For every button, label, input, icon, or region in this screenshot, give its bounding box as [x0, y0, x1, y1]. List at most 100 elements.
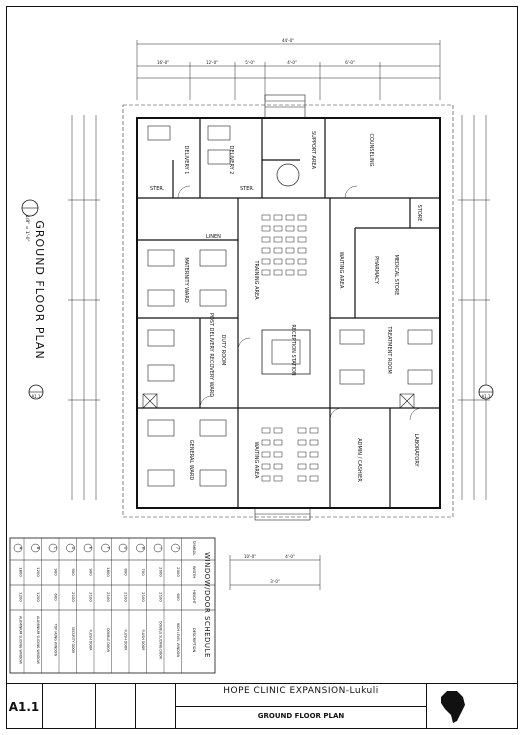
schedule-symbol-marker — [136, 543, 145, 553]
project-title: HOPE CLINIC EXPANSION-Lukuli — [223, 686, 379, 696]
reception-desk — [261, 329, 311, 375]
door-swings — [177, 185, 423, 421]
bottom-dimension-3: 3'-0" — [270, 579, 280, 584]
section-marker-left — [28, 384, 44, 400]
reception-desk-inner — [271, 339, 301, 365]
training-seating — [261, 214, 307, 276]
schedule-description: HIGH LEVEL WINDOW — [176, 623, 180, 658]
schedule-symbol: J — [176, 546, 181, 548]
schedule-symbol: B — [36, 547, 41, 550]
schedule-width: 800 — [123, 568, 128, 576]
schedule-height: 2100 — [123, 592, 128, 602]
schedule-description: ALUMINIUM SLIDING WINDOW — [36, 616, 40, 665]
dimension-5: 6'-0" — [345, 60, 355, 65]
support-area-table — [276, 163, 300, 187]
schedule-header-symbol: SYMBOL — [192, 541, 196, 556]
room-waiting-area-north: WAITING AREA — [338, 252, 344, 289]
room-reception: RECEPTION STATION — [290, 324, 296, 375]
room-counseling: COUNSELING — [368, 133, 374, 166]
room-training-area: TRAINING AREA — [253, 259, 259, 300]
schedule-height: 600 — [53, 593, 58, 601]
schedule-symbol: A — [18, 547, 23, 550]
schedule-header-width: WIDTH — [192, 566, 196, 579]
schedule-description: TOP HUNG WINDOW — [53, 623, 57, 657]
interior-walls — [137, 118, 440, 508]
title-block-drawn — [136, 684, 176, 729]
schedule-height: 2100 — [158, 592, 163, 602]
schedule-symbol: G — [123, 547, 128, 550]
bottom-dimension-lines — [229, 555, 321, 590]
waiting-seating — [261, 427, 319, 482]
schedule-symbol-marker — [83, 543, 93, 553]
schedule-description: SECURITY DOOR — [71, 627, 75, 654]
schedule-width: 2000 — [158, 567, 163, 577]
schedule-symbol-marker — [31, 543, 40, 553]
schedule-height: 600 — [176, 593, 181, 601]
room-delivery-2: DELIVERY 2 — [228, 146, 234, 175]
room-treatment: TREATMENT ROOM — [386, 325, 392, 373]
schedule-symbol: E — [88, 547, 93, 550]
title-rule — [176, 706, 426, 707]
side-dimension-lines — [68, 115, 490, 500]
schedule-description: DOUBLE SLIDING DOOR — [158, 621, 162, 660]
schedule-description: FLUSH DOOR — [123, 630, 127, 652]
africa-logo — [426, 684, 519, 729]
schedule-symbol-marker — [153, 543, 163, 553]
schedule-height: 2100 — [88, 592, 93, 602]
schedule-width: 700 — [141, 568, 146, 576]
schedule-title: WINDOW/DOOR SCHEDULE — [203, 552, 211, 658]
section-marker-right — [478, 384, 494, 400]
room-maternity-ward: MATERNITY WARD — [183, 257, 189, 303]
exterior-walls — [136, 117, 441, 509]
schedule-symbol: C — [53, 547, 58, 550]
schedule-symbol: F — [106, 547, 111, 549]
schedule-columns: SYMBOL WIDTH HEIGHT DESCRIPTION A 1800 1200ALU… — [13, 538, 196, 673]
beds — [147, 125, 433, 487]
schedule-description: DOUBLE DOOR — [106, 628, 110, 653]
schedule-description: FLUSH DOOR — [88, 630, 92, 652]
room-ster-2: STER. — [240, 186, 255, 192]
schedule-description: ALUMINIUM SLIDING WINDOW — [18, 616, 22, 665]
stairs-boxes — [142, 393, 415, 409]
bottom-dimension-2: 4'-0" — [285, 554, 295, 559]
schedule-table — [9, 537, 216, 674]
schedule-width: 1200 — [36, 567, 41, 577]
bottom-dimension-1: 10'-0" — [244, 554, 256, 559]
schedule-width: 900 — [53, 568, 58, 576]
section-marker-left-label: A1.1 — [31, 394, 41, 399]
dimension-2: 12'-0" — [206, 60, 218, 65]
schedule-symbol: I — [158, 547, 163, 548]
schedule-height: 2100 — [71, 592, 76, 602]
room-duty-room: DUTY ROOM — [220, 335, 226, 366]
schedule-width: 1800 — [106, 567, 111, 577]
schedule-header-height: HEIGHT — [192, 590, 196, 605]
schedule-width: 1800 — [18, 567, 23, 577]
room-support-area: SUPPORT AREA — [310, 131, 316, 170]
room-admin: ADMIN / CASHIER — [356, 438, 362, 482]
schedule-height: 2100 — [106, 592, 111, 602]
entrance-steps — [254, 94, 311, 521]
schedule-width: 900 — [88, 568, 93, 576]
room-store: STORE — [416, 205, 422, 222]
room-linen: LINEN — [206, 234, 221, 240]
schedule-header-description: DESCRIPTION — [192, 628, 196, 653]
title-block-revisions — [42, 684, 96, 729]
room-post-delivery: POST DELIVERY RECOVERY WARD — [208, 313, 214, 397]
plan-title-group: GROUND FLOOR PLAN 1/8" = 1'-0" — [24, 215, 46, 360]
schedule-width: 2000 — [176, 567, 181, 577]
plan-title: GROUND FLOOR PLAN — [33, 220, 46, 359]
schedule-height: 1200 — [18, 592, 23, 602]
overall-dimension: 44'-0" — [282, 38, 294, 43]
dimension-3: 5'-0" — [245, 60, 255, 65]
schedule-symbol-marker — [118, 543, 128, 553]
title-block-date — [96, 684, 136, 729]
schedule-height: 2100 — [141, 592, 146, 602]
room-medical-store: MEDICAL STORE — [393, 255, 399, 296]
dimension-4: 4'-0" — [287, 60, 297, 65]
sheet-number: A1.1 — [6, 684, 43, 729]
room-delivery-1: DELIVERY 1 — [183, 146, 189, 175]
title-block: A1.1 HOPE CLINIC EXPANSION-Lukuli GROUND… — [6, 683, 518, 729]
top-dimension-lines — [136, 40, 441, 100]
schedule-symbol: D — [71, 547, 76, 550]
